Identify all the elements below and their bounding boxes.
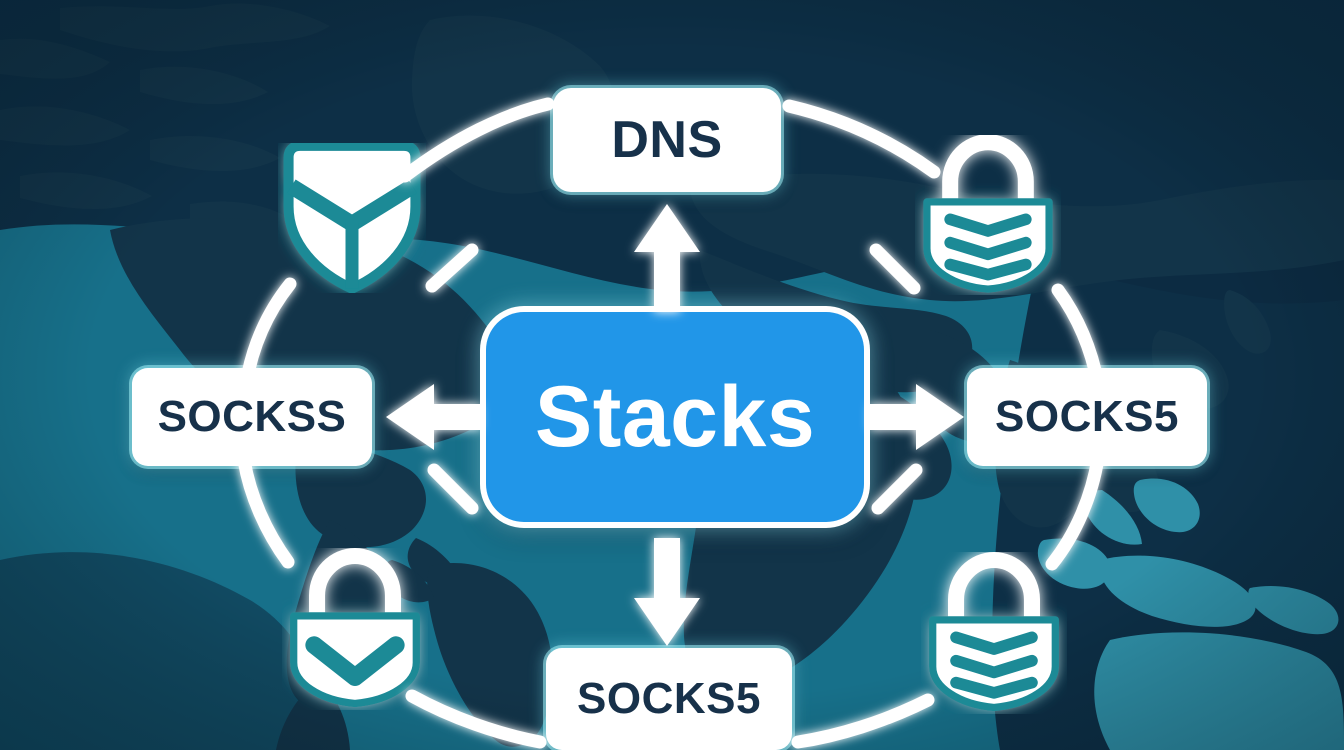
arrow-down — [634, 538, 700, 646]
node-center-label: Stacks — [534, 368, 816, 465]
node-socks-bottom-label: SOCKS5 — [577, 674, 761, 723]
arrow-left — [386, 384, 480, 450]
node-socks-right-label: SOCKS5 — [995, 392, 1179, 441]
hub-arrows — [386, 204, 964, 646]
padlock-chevron-icon — [282, 547, 428, 710]
node-socks-bottom[interactable]: SOCKS5 — [546, 648, 792, 750]
arrow-right — [870, 384, 964, 450]
orbit-ring — [237, 97, 1105, 749]
node-dns-label: DNS — [611, 111, 723, 169]
node-socks-right[interactable]: SOCKS5 — [967, 368, 1207, 466]
node-socks-left[interactable]: SOCKSS — [132, 368, 372, 466]
padlock-lines-icon — [921, 551, 1067, 714]
node-socks-left-label: SOCKSS — [157, 392, 347, 441]
arrow-up — [634, 204, 700, 312]
orbit-ring-dashes — [425, 243, 923, 515]
padlock-lines-icon — [915, 134, 1061, 295]
node-dns[interactable]: DNS — [553, 88, 781, 192]
shield-chevron-icon — [278, 140, 426, 294]
node-center-stacks[interactable]: Stacks — [486, 312, 864, 522]
